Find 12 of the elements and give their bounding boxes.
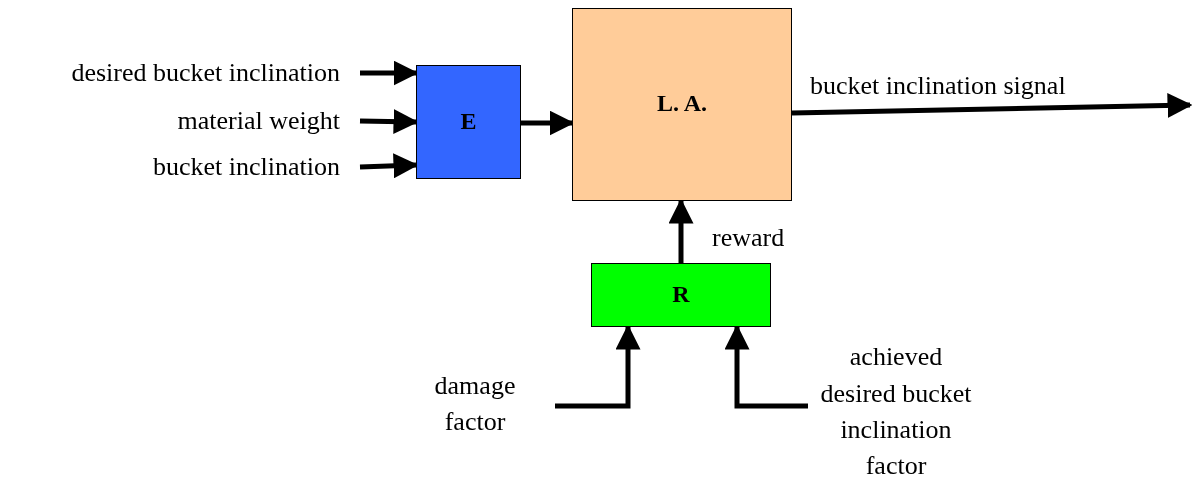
signal-label: damage factor — [433, 369, 517, 438]
process-box — [572, 8, 792, 201]
signal-label: desired bucket inclination — [71, 56, 340, 89]
signal-label: achieved desired bucket inclination factor — [819, 341, 973, 483]
signal-label: material weight — [177, 104, 340, 137]
block-label: R — [672, 280, 690, 310]
block-label: L. A. — [657, 89, 707, 118]
block-label: E — [460, 107, 477, 137]
process-box — [591, 263, 771, 327]
arrow — [791, 92, 1192, 118]
process-box — [416, 65, 521, 179]
signal-label: bucket inclination — [153, 150, 340, 183]
